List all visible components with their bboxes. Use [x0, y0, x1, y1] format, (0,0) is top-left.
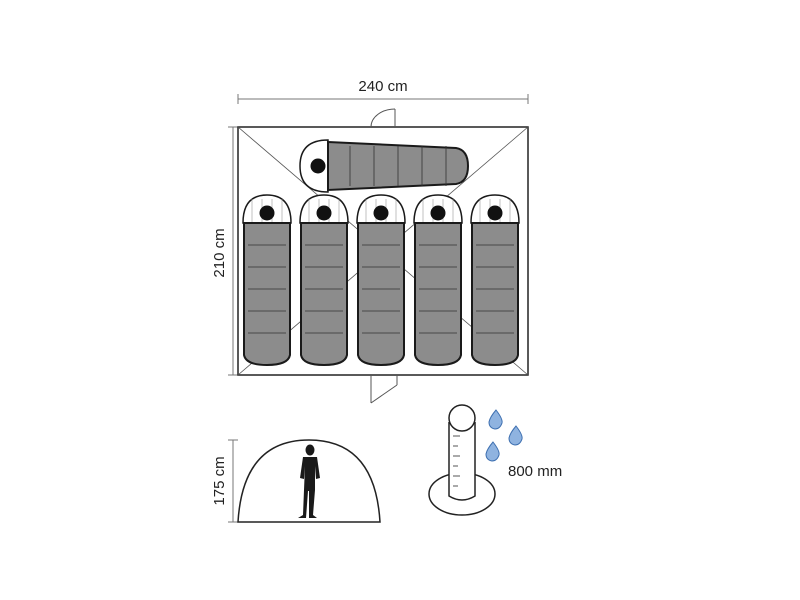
sleeping-bag	[413, 194, 463, 367]
sleeping-bag	[299, 194, 349, 367]
head-icon	[316, 205, 332, 221]
front-door	[370, 108, 396, 128]
rain-drops	[485, 409, 523, 462]
gauge-ticks	[453, 435, 460, 487]
head-icon	[373, 205, 389, 221]
height-dimension: 175 cm	[211, 439, 238, 523]
sleeping-bag	[470, 194, 520, 367]
raindrop-icon	[508, 425, 523, 446]
person-icon	[298, 444, 320, 518]
width-dimension: 240 cm	[237, 78, 529, 104]
water-column-icon	[428, 404, 496, 516]
width-label: 240 cm	[358, 78, 407, 95]
head-icon	[430, 205, 446, 221]
depth-label: 210 cm	[211, 228, 228, 277]
height-label: 175 cm	[211, 456, 228, 505]
sleeping-bag	[299, 139, 470, 193]
head-icon	[487, 205, 503, 221]
sleeping-bag	[356, 194, 406, 367]
tent-side-profile	[237, 439, 381, 523]
sleeping-bags	[242, 139, 520, 367]
raindrop-icon	[488, 409, 503, 430]
water-resistance-label: 800 mm	[508, 463, 562, 480]
floor-plan	[237, 108, 529, 404]
depth-dimension: 210 cm	[211, 126, 238, 376]
head-icon	[259, 205, 275, 221]
raindrop-icon	[485, 441, 500, 462]
sleeping-bag	[242, 194, 292, 367]
rear-door	[370, 375, 398, 404]
head-icon	[310, 158, 326, 174]
